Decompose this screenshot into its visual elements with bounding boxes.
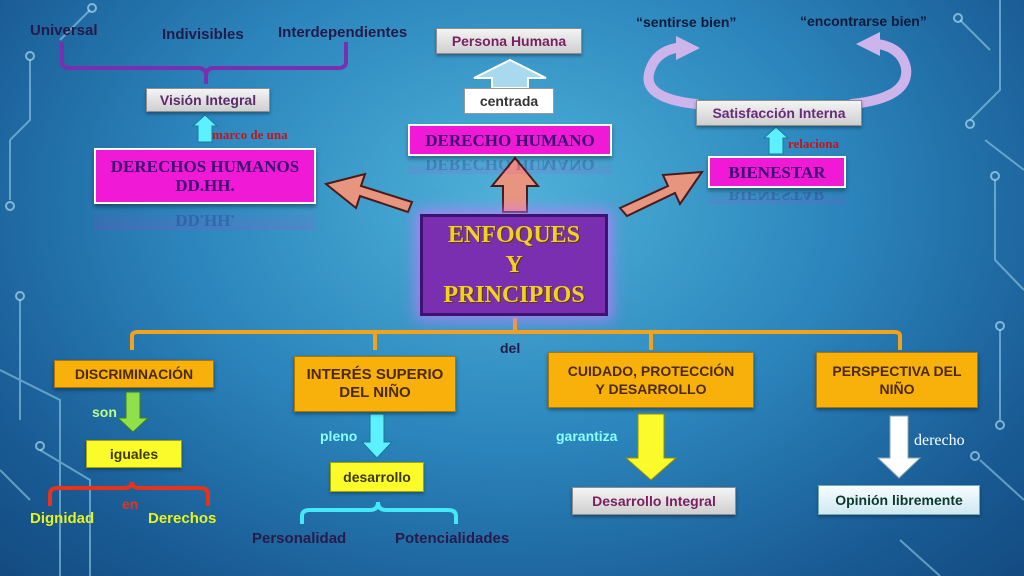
quote-sentirse-bien: “sentirse bien” (636, 14, 737, 30)
node-perspectiva-line2: NIÑO (879, 381, 915, 397)
connector-pleno: pleno (320, 428, 358, 444)
node-derechos-humanos-line1: DERECHOS HUMANOS (110, 157, 300, 176)
arrow-up-satisfaccion (762, 126, 790, 155)
node-discriminacion: DISCRIMINACIÓN (54, 360, 214, 388)
quote-encontrarse-bien: “encontrarse bien” (800, 13, 927, 29)
arrow-center-to-left (323, 172, 414, 214)
node-derechos-humanos: DERECHOS HUMANOS DD.HH. (94, 148, 316, 204)
leaf-potencialidades: Potencialidades (395, 530, 510, 547)
leaf-derechos: Derechos (148, 510, 217, 527)
connector-marco-de-una: marco de una (212, 127, 288, 142)
connector-son: son (92, 404, 117, 420)
label-universal: Universal (30, 22, 98, 39)
connector-derecho: derecho (914, 432, 965, 449)
box-centrada: centrada (464, 88, 554, 114)
box-satisfaccion-interna: Satisfacción Interna (696, 100, 862, 126)
circular-arrow-left (643, 43, 701, 109)
node-cuidado-line2: Y DESARROLLO (595, 381, 707, 397)
node-derechos-humanos-line2: DD.HH. (175, 176, 235, 195)
box-iguales: iguales (86, 440, 182, 468)
connector-bottom (130, 318, 902, 350)
leaf-personalidad: Personalidad (252, 530, 347, 547)
central-line-y: Y (505, 252, 523, 278)
brace-desarrollo (300, 501, 458, 524)
node-cuidado-proteccion: CUIDADO, PROTECCIÓN Y DESARROLLO (548, 352, 754, 408)
arrow-down-derecho (876, 415, 922, 479)
arrow-up-vision (191, 114, 219, 143)
box-opinion-libremente: Opinión libremente (818, 485, 980, 515)
node-cuidado-line1: CUIDADO, PROTECCIÓN (567, 363, 735, 379)
reflection-derecho-humano: DERECHO HUMANO (408, 160, 612, 174)
box-desarrollo-integral: Desarrollo Integral (572, 487, 736, 515)
label-interdependientes: Interdependientes (278, 24, 408, 41)
connector-en: en (122, 496, 139, 512)
node-interes-superior: INTERÉS SUPERIO DEL NIÑO (294, 356, 456, 412)
leaf-dignidad: Dignidad (30, 510, 95, 527)
connector-del: del (500, 340, 521, 356)
arrow-up-persona (473, 58, 547, 89)
arrow-center-to-right (618, 170, 705, 218)
circular-arrow-right (847, 39, 912, 109)
arrow-down-pleno (360, 413, 394, 459)
central-line-enfoques: ENFOQUES (447, 222, 581, 248)
brace-top-left (60, 42, 348, 77)
node-perspectiva-line1: PERSPECTIVA DEL (832, 363, 962, 379)
connector-relaciona: relaciona (788, 136, 840, 151)
arrow-down-son (116, 391, 150, 433)
node-interes-line1: INTERÉS SUPERIO (306, 366, 444, 383)
reflection-bienestar: BIENESTAR (708, 192, 846, 204)
box-vision-integral: Visión Integral (146, 88, 270, 112)
connector-garantiza: garantiza (556, 428, 618, 444)
reflection-derechos: DD.HH. (94, 208, 316, 230)
node-bienestar: BIENESTAR (708, 156, 846, 188)
node-perspectiva-del-nino: PERSPECTIVA DEL NIÑO (816, 352, 978, 408)
brace-iguales (48, 481, 210, 506)
node-derecho-humano: DERECHO HUMANO (408, 124, 612, 156)
box-persona-humana: Persona Humana (436, 28, 582, 54)
central-node-enfoques: ENFOQUES Y PRINCIPIOS (420, 214, 608, 316)
node-interes-line2: DEL NIÑO (339, 384, 411, 401)
label-indivisibles: Indivisibles (162, 26, 244, 43)
arrow-down-garantiza (624, 413, 678, 481)
box-desarrollo: desarrollo (330, 462, 424, 492)
arrow-center-to-middle (489, 156, 541, 213)
central-line-principios: PRINCIPIOS (443, 282, 585, 308)
